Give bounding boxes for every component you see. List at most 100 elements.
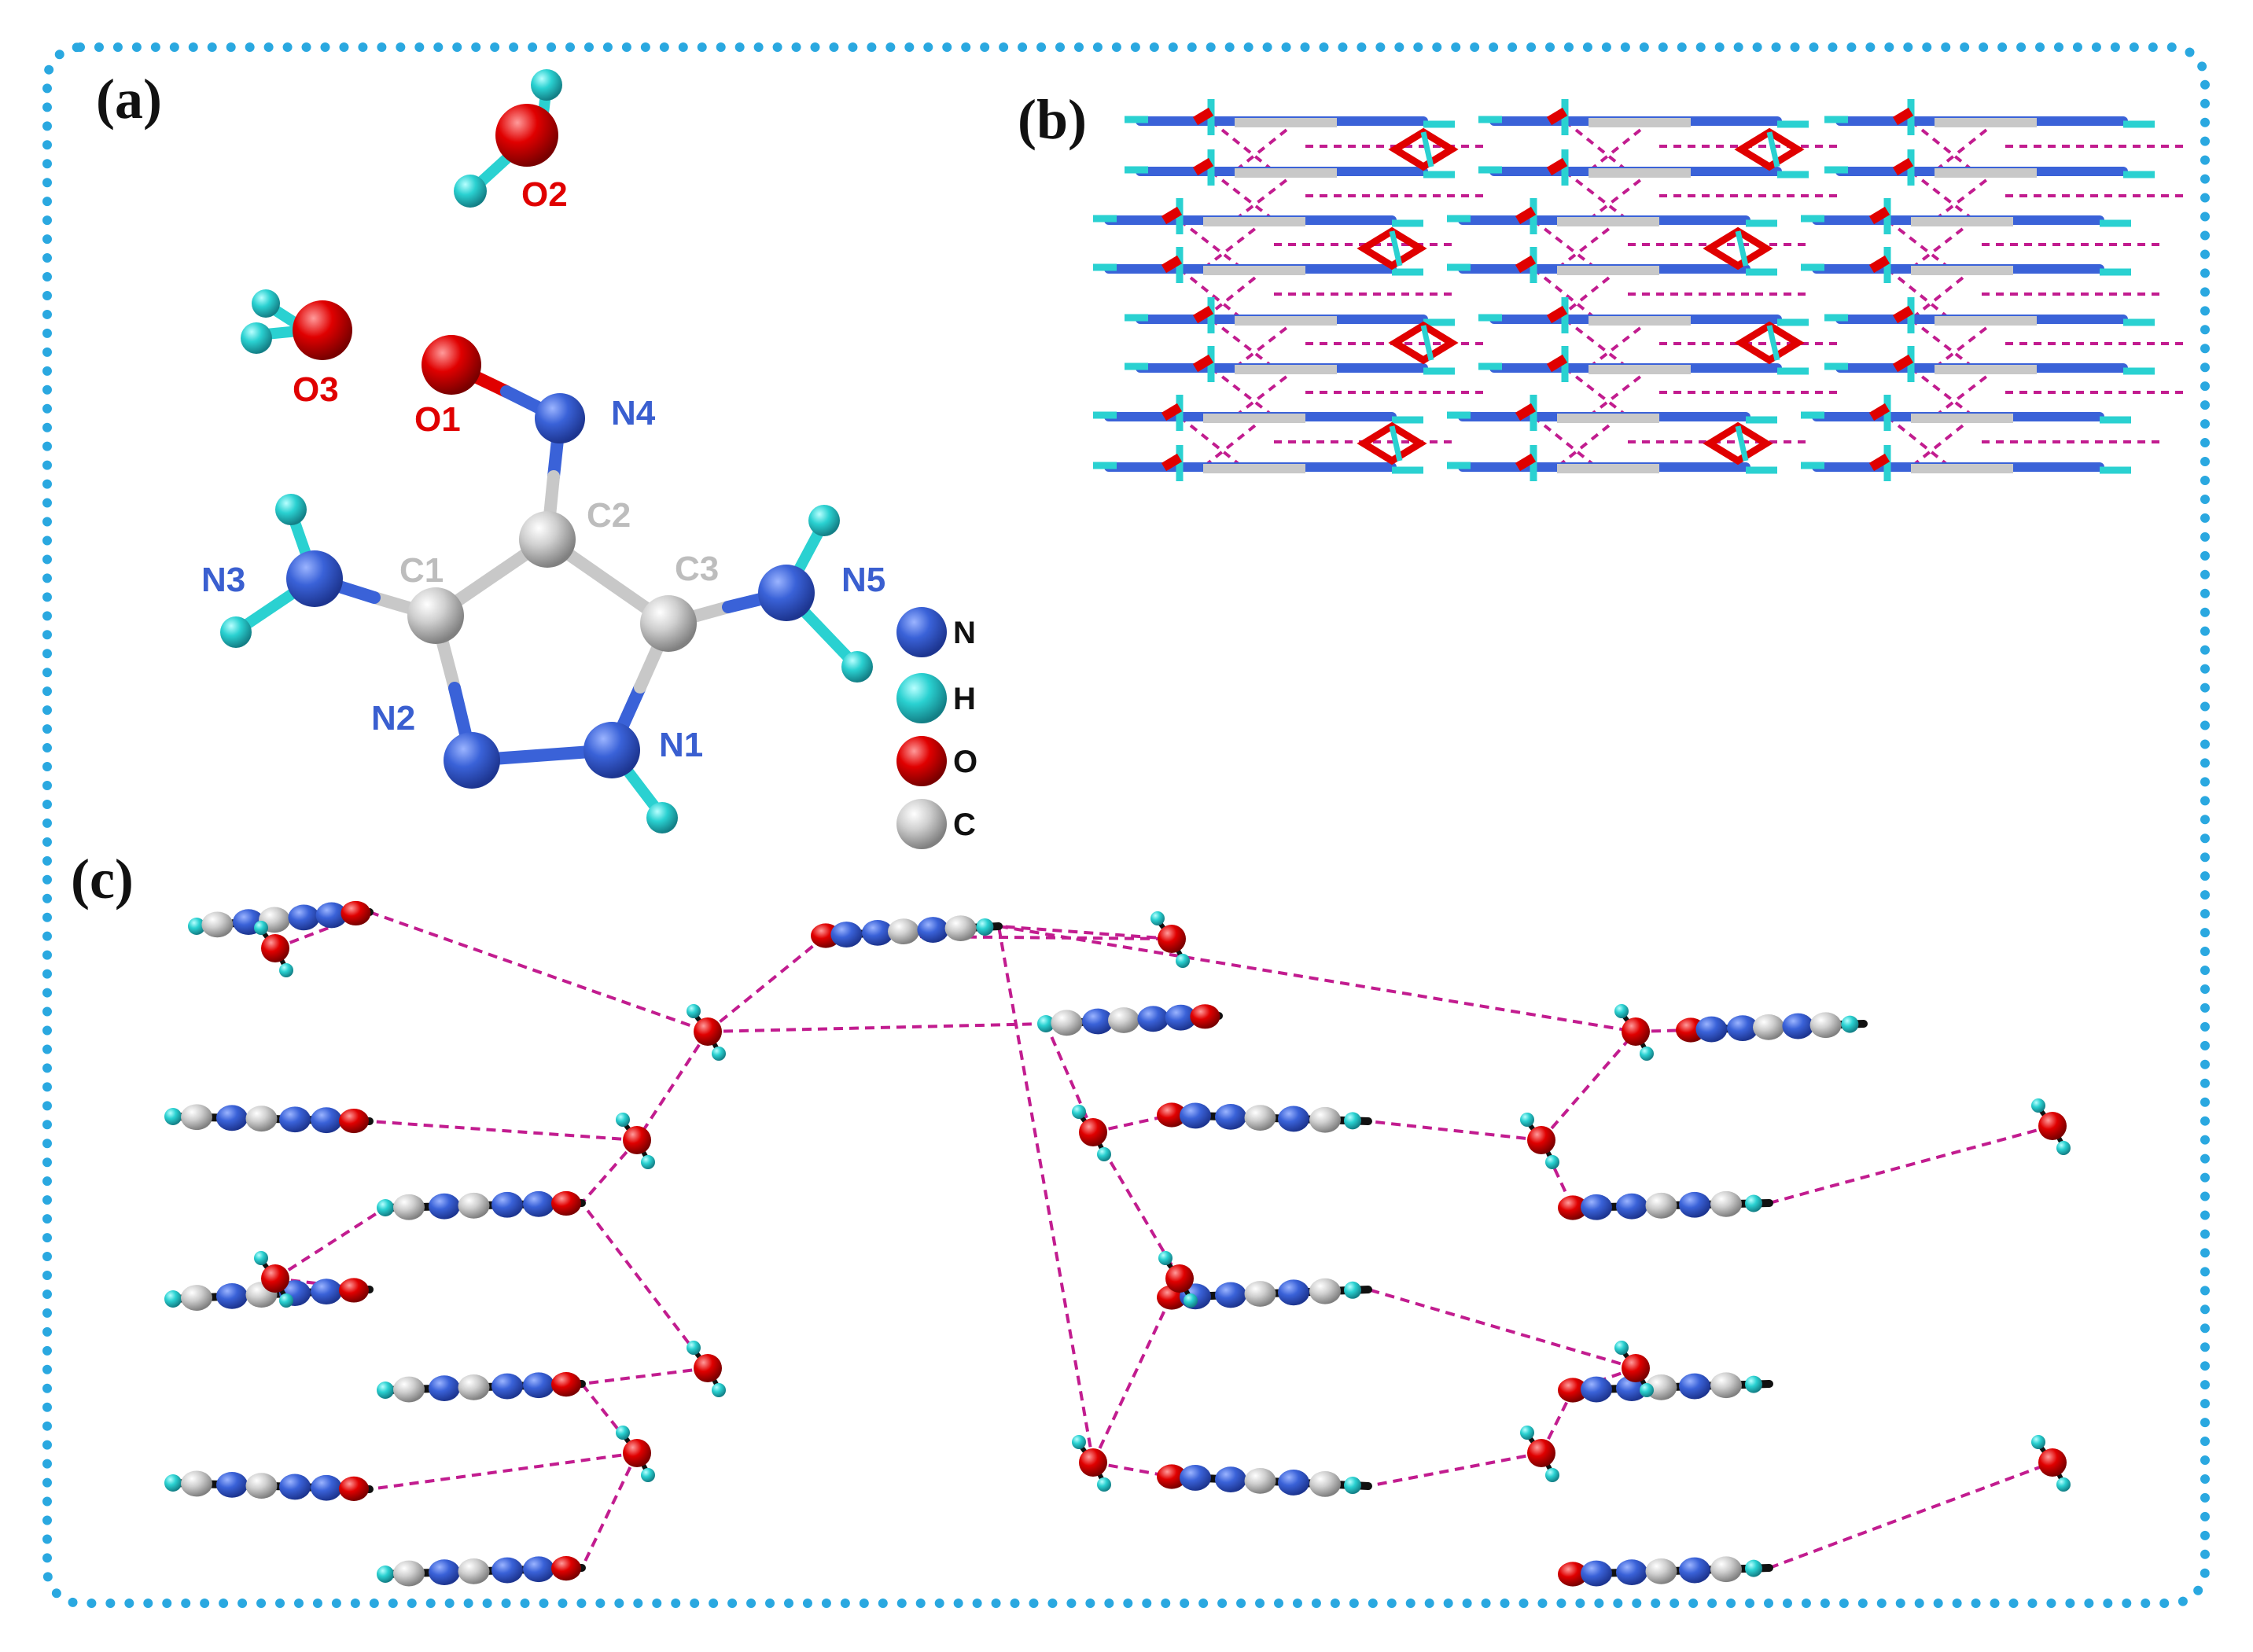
- stick-bond: [1868, 255, 1890, 274]
- oxygen-atom: [1527, 1439, 1555, 1467]
- nitrogen-atom: [491, 1557, 523, 1584]
- nitrogen-atom: [311, 1474, 342, 1501]
- hbond: [580, 1452, 639, 1569]
- stick-bond: [1546, 305, 1568, 324]
- oxygen-atom: [2038, 1112, 2067, 1140]
- stick-bond: [1546, 107, 1568, 126]
- hbond: [998, 925, 1636, 1033]
- molecule-chains: [164, 900, 1868, 1587]
- nitrogen-atom: [862, 920, 893, 946]
- stick-bond: [1192, 354, 1214, 373]
- water-stick: [1389, 230, 1403, 267]
- hbond: [1886, 267, 1952, 321]
- hydrogen-atom: [1344, 1281, 1361, 1299]
- hydrogen-atom: [1614, 1341, 1629, 1355]
- label-N3: N3: [201, 561, 245, 599]
- hbond: [274, 1206, 387, 1280]
- oxygen-atom: [694, 1354, 722, 1382]
- hydrogen-atom: [279, 963, 293, 977]
- legend-swatch-O: [896, 736, 947, 786]
- hbond: [1209, 366, 1276, 418]
- water-stick: [1420, 325, 1434, 361]
- carbon-atom: [393, 1194, 425, 1220]
- hydrogen-atom: [1097, 1477, 1111, 1492]
- oxygen-atom: [551, 1372, 581, 1397]
- hbond: [1587, 170, 1653, 222]
- hydrogen-atom: [1037, 1015, 1055, 1032]
- stick-bond: [1868, 206, 1890, 225]
- hydrogen-atom: [687, 1341, 701, 1355]
- stick-bond: [1161, 206, 1183, 225]
- carbon-atom: [1108, 1007, 1139, 1033]
- water-stick: [1389, 425, 1403, 462]
- carbon-atom: [1309, 1470, 1341, 1497]
- oxygen-atom: [1157, 1464, 1187, 1489]
- nitrogen-atom: [523, 1372, 554, 1399]
- oxygen-atom: [2038, 1448, 2067, 1477]
- oxygen-atom: [1558, 1195, 1588, 1220]
- hydrogen-atom: [1344, 1112, 1361, 1130]
- hbond: [1909, 415, 1975, 469]
- water-stick: [1703, 421, 1773, 465]
- nitrogen-atom: [1165, 1004, 1197, 1031]
- nitrogen-atom: [216, 1105, 248, 1131]
- carbon-atom: [1710, 1556, 1742, 1583]
- carbon-atom: [393, 1560, 425, 1587]
- hydrogen-atom: [377, 1566, 394, 1583]
- hbond: [1202, 415, 1268, 469]
- legend-swatch-N: [896, 607, 947, 657]
- hydrogen-atom: [1545, 1468, 1559, 1482]
- water-stick: [1734, 127, 1805, 171]
- hbond: [369, 911, 709, 1033]
- oxygen-atom: [1079, 1448, 1107, 1477]
- hbond: [1563, 120, 1629, 173]
- hbond: [1540, 1030, 1637, 1142]
- hbond: [369, 1120, 638, 1142]
- stick-bond: [1892, 354, 1914, 373]
- carbon-atom: [1710, 1372, 1742, 1399]
- carbon-atom: [458, 1374, 490, 1400]
- stick-bond: [1161, 403, 1183, 421]
- hbond: [1555, 415, 1622, 469]
- carbon-atom: [888, 918, 919, 944]
- nitrogen-atom: [429, 1559, 460, 1585]
- oxygen-atom: [1558, 1562, 1588, 1587]
- hydrogen-atom: [1097, 1147, 1111, 1161]
- hbond: [1209, 318, 1276, 370]
- hydrogen-atom: [1745, 1559, 1762, 1577]
- hydrogen-atom: [377, 1382, 394, 1399]
- hydrogen-atom: [377, 1199, 394, 1216]
- hbond: [1540, 1389, 1574, 1454]
- carbon-atom: [1309, 1278, 1341, 1304]
- nitrogen-atom: [523, 1190, 554, 1217]
- hbond: [1532, 219, 1598, 270]
- stick-bond: [1868, 403, 1890, 421]
- hydrogen-atom: [1545, 1155, 1559, 1169]
- hbond: [1933, 170, 1999, 222]
- nitrogen-atom: [1180, 1102, 1211, 1129]
- hydrogen-atom: [254, 1251, 268, 1265]
- oxygen-atom: [623, 1439, 651, 1467]
- hydrogen-atom: [1344, 1477, 1361, 1495]
- nitrogen-atom: [1616, 1375, 1647, 1401]
- hbond: [1587, 120, 1653, 173]
- nitrogen-atom: [491, 1191, 523, 1218]
- oxygen-atom: [1527, 1126, 1555, 1154]
- hbond: [707, 1022, 1047, 1033]
- hydrogen-atom: [1072, 1105, 1086, 1119]
- hydrogen-atom: [164, 1474, 182, 1492]
- hydrogen-atom: [712, 1383, 726, 1397]
- nitrogen-atom: [1278, 1470, 1309, 1496]
- carbon-atom: [245, 1473, 278, 1499]
- hydrogen-atom: [164, 1290, 182, 1308]
- legend-label-H: H: [953, 682, 976, 716]
- nitrogen-atom: [288, 904, 320, 931]
- oxygen-atom: [1190, 1004, 1220, 1029]
- dotted-frame: [42, 42, 2210, 1608]
- stick-bond: [1892, 157, 1914, 176]
- oxygen-atom: [339, 1278, 369, 1303]
- water-stick: [1766, 325, 1780, 361]
- oxygen-atom: [261, 1264, 289, 1293]
- water-stick: [1735, 425, 1749, 462]
- label-N2: N2: [371, 699, 415, 738]
